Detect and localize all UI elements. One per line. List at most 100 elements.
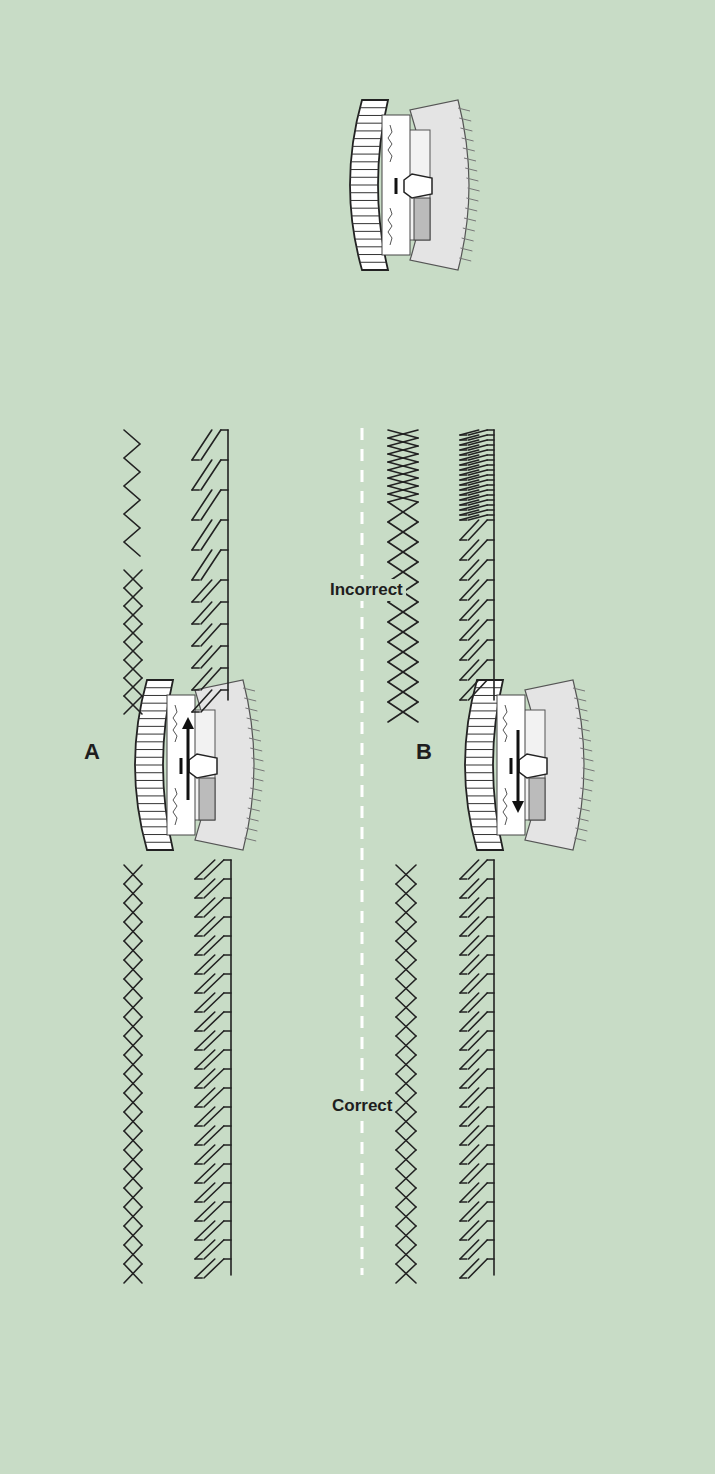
stroke <box>487 1239 494 1241</box>
stroke <box>577 718 589 721</box>
status-label: Incorrect <box>327 579 406 601</box>
stroke <box>473 834 500 835</box>
stroke <box>470 819 497 820</box>
stroke <box>487 679 494 681</box>
stroke <box>460 916 467 918</box>
stroke <box>195 1164 215 1183</box>
stroke <box>195 1125 202 1127</box>
stroke <box>396 865 416 884</box>
stroke <box>224 916 231 918</box>
center-mark <box>510 758 513 774</box>
stroke <box>195 898 215 917</box>
stroke <box>136 741 164 742</box>
stroke <box>396 865 416 884</box>
stroke <box>460 494 467 496</box>
stroke <box>487 559 494 561</box>
stroke <box>221 645 228 647</box>
setting-letter: A <box>84 739 100 765</box>
stroke <box>460 1202 479 1221</box>
stroke <box>469 1126 488 1145</box>
pointer <box>404 174 432 198</box>
stroke <box>124 922 142 941</box>
stroke <box>396 960 416 979</box>
stroke <box>464 158 476 161</box>
stroke <box>471 826 498 827</box>
stroke <box>124 1055 142 1074</box>
stroke <box>396 1188 416 1207</box>
stroke <box>473 695 500 696</box>
stroke <box>124 570 142 588</box>
stroke <box>487 1258 494 1260</box>
stroke <box>224 1201 231 1203</box>
stroke <box>460 1031 479 1050</box>
setting-letter: B <box>416 739 432 765</box>
stroke <box>201 668 221 690</box>
stroke <box>487 619 494 621</box>
stroke <box>224 973 231 975</box>
stroke <box>124 960 142 979</box>
stroke <box>469 430 488 435</box>
stroke <box>487 429 494 431</box>
stroke <box>135 780 163 781</box>
stroke <box>195 1258 202 1260</box>
stroke <box>352 223 380 224</box>
stroke <box>578 728 590 731</box>
stroke <box>469 475 488 480</box>
stroke <box>388 622 418 642</box>
stroke <box>487 1068 494 1070</box>
stroke <box>460 1164 479 1183</box>
stroke <box>396 1055 416 1074</box>
stroke <box>195 1183 215 1202</box>
stroke <box>487 954 494 956</box>
stroke <box>487 514 494 516</box>
stroke <box>124 1264 142 1283</box>
stroke <box>487 1049 494 1051</box>
stroke <box>195 1068 202 1070</box>
stroke <box>195 860 215 879</box>
stroke <box>487 1220 494 1222</box>
stroke <box>469 510 488 515</box>
stroke <box>195 936 215 955</box>
stroke <box>460 1011 467 1013</box>
stroke <box>466 741 494 742</box>
stroke <box>396 1169 416 1188</box>
stroke <box>201 646 221 668</box>
stroke <box>460 519 467 521</box>
stroke <box>460 1240 479 1259</box>
stroke <box>251 778 263 781</box>
stroke <box>352 215 380 216</box>
stroke <box>124 1245 142 1264</box>
stroke <box>124 1036 142 1055</box>
stroke <box>466 178 478 181</box>
stroke <box>137 795 165 796</box>
stroke <box>388 662 418 682</box>
stroke <box>204 1050 224 1069</box>
stroke <box>388 622 418 642</box>
stroke <box>487 878 494 880</box>
stroke <box>192 489 199 491</box>
stroke <box>487 489 494 491</box>
stroke <box>396 1226 416 1245</box>
stroke <box>221 549 228 551</box>
stroke <box>493 860 495 1275</box>
stroke <box>396 1131 416 1150</box>
stroke <box>195 954 202 956</box>
stroke <box>124 941 142 960</box>
stroke <box>487 935 494 937</box>
stroke <box>459 258 471 261</box>
stroke <box>460 1144 467 1146</box>
stroke <box>204 1145 224 1164</box>
stroke <box>460 898 479 917</box>
stroke <box>460 680 479 700</box>
stroke <box>396 1055 416 1074</box>
stroke <box>460 1050 479 1069</box>
stroke <box>460 520 479 540</box>
stroke <box>204 1164 224 1183</box>
stroke <box>460 1049 467 1051</box>
stroke <box>469 1202 488 1221</box>
stroke <box>460 1259 479 1278</box>
stroke <box>396 922 416 941</box>
stroke <box>124 624 142 642</box>
stroke <box>469 450 488 455</box>
stroke <box>463 148 475 151</box>
